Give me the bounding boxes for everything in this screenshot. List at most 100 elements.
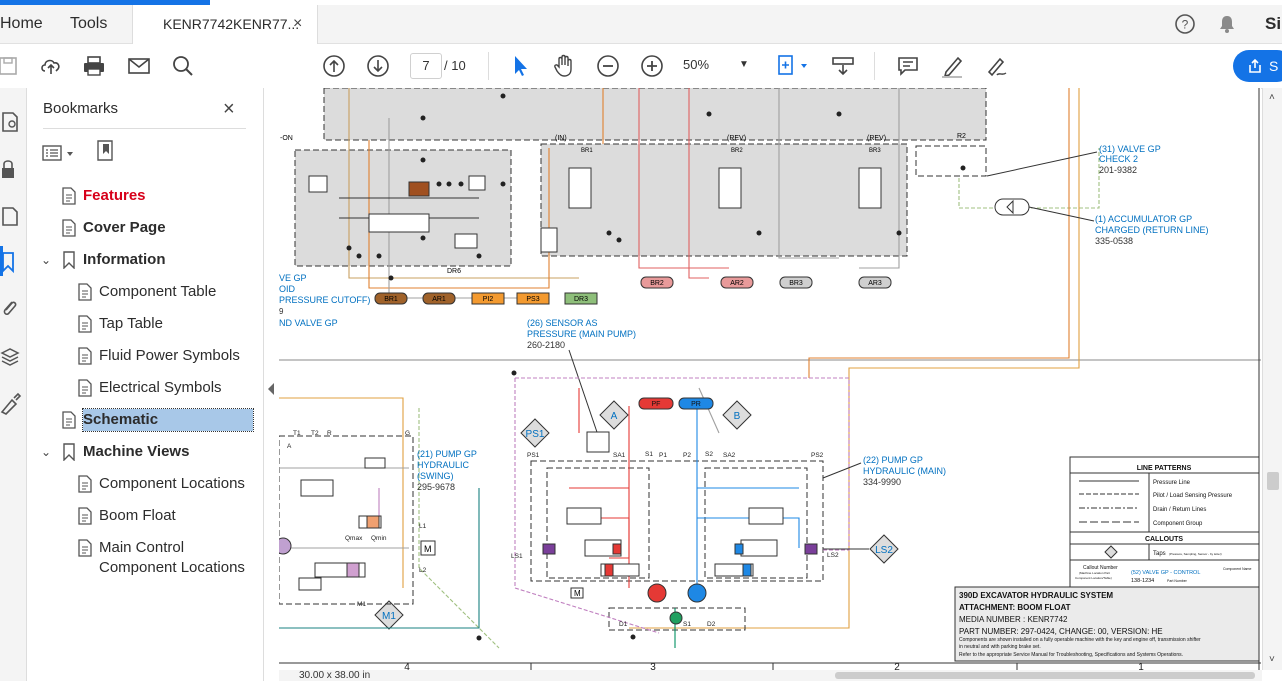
email-icon[interactable]: [125, 52, 153, 80]
svg-text:260-2180: 260-2180: [527, 340, 565, 350]
svg-text:HYDRAULIC (MAIN): HYDRAULIC (MAIN): [863, 466, 946, 476]
svg-text:R2: R2: [957, 133, 966, 140]
svg-text:Qmax: Qmax: [345, 535, 363, 542]
pages-icon[interactable]: [0, 204, 22, 228]
page-icon: [78, 379, 92, 397]
highlight-pen-icon[interactable]: [938, 52, 966, 80]
collapse-panel-icon[interactable]: [266, 382, 276, 396]
svg-text:BR1: BR1: [384, 296, 398, 303]
search-icon[interactable]: [169, 52, 197, 80]
svg-text:SA2: SA2: [723, 452, 736, 459]
active-indicator: [0, 246, 3, 276]
lock-icon[interactable]: [0, 158, 22, 182]
upload-cloud-icon[interactable]: [37, 52, 65, 80]
svg-text:(SWING): (SWING): [417, 471, 454, 481]
svg-text:PR: PR: [691, 401, 701, 408]
svg-text:(REV): (REV): [727, 135, 746, 142]
chevron-down-icon[interactable]: ⌄: [41, 253, 52, 267]
bookmarks-panel: Bookmarks × Features Cover Page ⌄ Inform…: [27, 88, 263, 681]
svg-text:MEDIA NUMBER : KENR7742: MEDIA NUMBER : KENR7742: [959, 615, 1068, 624]
hand-tool-icon[interactable]: [550, 52, 578, 80]
comment-icon[interactable]: [894, 52, 922, 80]
svg-text:VE GP: VE GP: [279, 273, 307, 283]
window-top-edge: [0, 0, 1282, 5]
close-panel-icon[interactable]: ×: [223, 98, 235, 120]
zoom-level-select[interactable]: 50%▼: [683, 53, 751, 77]
svg-text:T2: T2: [311, 430, 319, 437]
left-tool-rail: [0, 88, 27, 681]
scroll-down-icon[interactable]: ˅: [1269, 654, 1275, 665]
svg-text:Drain / Return Lines: Drain / Return Lines: [1153, 507, 1206, 513]
svg-text:Refer to the appropriate Servi: Refer to the appropriate Service Manual …: [959, 652, 1183, 658]
svg-text:PS2: PS2: [811, 452, 824, 459]
signature-icon[interactable]: [982, 52, 1010, 80]
scroll-thumb[interactable]: [835, 672, 1255, 679]
svg-text:BR2: BR2: [650, 280, 664, 287]
svg-text:?: ?: [1182, 18, 1189, 32]
horizontal-scrollbar[interactable]: 30.00 x 38.00 in: [279, 670, 1262, 681]
page-icon: [62, 219, 76, 237]
tools-tab[interactable]: Tools: [70, 15, 108, 32]
scroll-up-icon[interactable]: ˄: [1269, 92, 1275, 103]
svg-text:CALLOUTS: CALLOUTS: [1145, 536, 1183, 543]
bookmark-label: Tap Table: [99, 315, 163, 332]
bookmark-icon[interactable]: [0, 250, 22, 274]
page-fit-icon[interactable]: [773, 52, 813, 80]
next-page-icon[interactable]: [364, 52, 392, 80]
chevron-down-icon[interactable]: ⌄: [41, 445, 52, 459]
previous-page-icon[interactable]: [320, 52, 348, 80]
svg-text:LS2: LS2: [875, 545, 893, 556]
svg-text:S1: S1: [645, 451, 653, 458]
svg-text:PRESSURE CUTOFF): PRESSURE CUTOFF): [279, 295, 370, 305]
svg-text:-ON: -ON: [280, 135, 293, 142]
select-cursor-icon[interactable]: [506, 52, 534, 80]
zoom-out-icon[interactable]: [594, 52, 622, 80]
bookmarks-title: Bookmarks: [43, 100, 119, 117]
scroll-thumb[interactable]: [1267, 472, 1279, 490]
layers-icon[interactable]: [0, 344, 22, 368]
share-button[interactable]: S: [1233, 50, 1282, 82]
save-icon[interactable]: [0, 52, 22, 80]
svg-text:L2: L2: [419, 567, 427, 574]
notifications-bell-icon[interactable]: [1216, 13, 1238, 35]
svg-text:T1: T1: [293, 430, 301, 437]
svg-text:PS1: PS1: [526, 429, 545, 440]
page-icon: [78, 475, 92, 493]
menu-bar: Home Tools KENR7742KENR77... × ? Si: [0, 5, 1282, 44]
svg-text:(21) PUMP GP: (21) PUMP GP: [417, 449, 477, 459]
zoom-in-icon[interactable]: [638, 52, 666, 80]
svg-text:Components are shown installed: Components are shown installed on a full…: [959, 637, 1201, 643]
page-thumbnails-icon[interactable]: [0, 110, 22, 134]
svg-text:1: 1: [1138, 662, 1144, 670]
accessibility-tool-icon[interactable]: [0, 392, 22, 416]
close-tab-icon[interactable]: ×: [293, 15, 303, 32]
svg-text:BR3: BR3: [789, 280, 803, 287]
print-icon[interactable]: [80, 52, 108, 80]
svg-text:Component Group: Component Group: [1153, 521, 1203, 527]
svg-text:PS1: PS1: [527, 452, 540, 459]
svg-text:(REV): (REV): [867, 135, 886, 142]
scroll-mode-icon[interactable]: [829, 52, 857, 80]
page-icon: [62, 411, 76, 429]
help-icon[interactable]: ?: [1174, 13, 1196, 35]
bookmark-label: Cover Page: [83, 219, 166, 236]
svg-text:(22) PUMP GP: (22) PUMP GP: [863, 455, 923, 465]
document-viewer[interactable]: -ON (IN) (REV) (REV) R2 BR1 BR2 BR3 DR6 …: [279, 88, 1261, 670]
page-number-input[interactable]: 7: [410, 53, 442, 79]
bookmark-label: Electrical Symbols: [99, 379, 222, 396]
page-total: / 10: [444, 58, 466, 73]
panel-splitter[interactable]: [263, 88, 280, 681]
svg-text:AR1: AR1: [432, 296, 446, 303]
svg-text:CHECK 2: CHECK 2: [1099, 154, 1138, 164]
add-bookmark-icon[interactable]: [95, 138, 117, 164]
user-initials[interactable]: Si: [1265, 14, 1282, 33]
attachment-icon[interactable]: [0, 296, 22, 320]
vertical-scrollbar[interactable]: ˄ ˅: [1262, 88, 1282, 670]
home-tab[interactable]: Home: [0, 15, 43, 32]
svg-text:B: B: [734, 411, 741, 422]
document-tab[interactable]: KENR7742KENR77... ×: [132, 5, 318, 44]
svg-text:Component Location/Table): Component Location/Table): [1075, 576, 1112, 580]
svg-text:PS3: PS3: [526, 296, 539, 303]
bookmark-options-menu[interactable]: [41, 142, 81, 164]
svg-text:LS1: LS1: [511, 553, 523, 560]
